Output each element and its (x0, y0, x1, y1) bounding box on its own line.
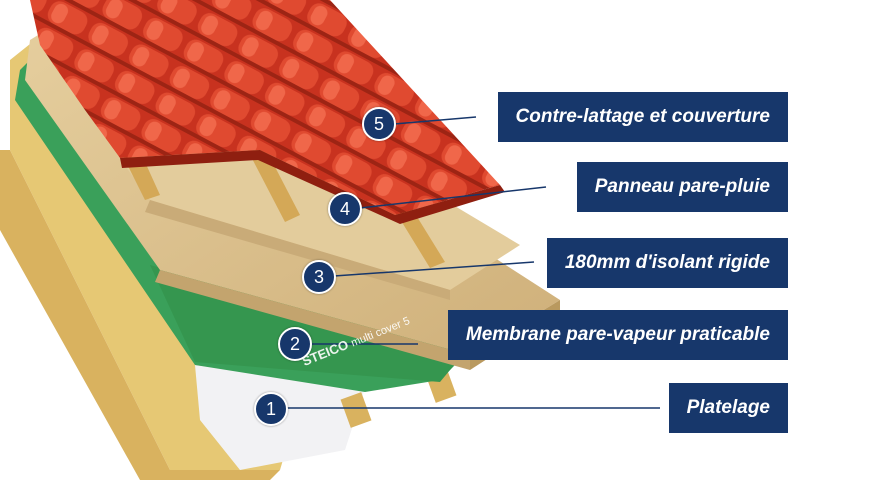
layer-badge-4: 4 (328, 192, 362, 226)
layer-label-4: Panneau pare-pluie (576, 162, 788, 212)
layer-badge-5: 5 (362, 107, 396, 141)
layer-badge-3: 3 (302, 260, 336, 294)
layer-label-1: Platelage (668, 383, 788, 433)
leader-lines (284, 116, 660, 409)
layer-label-3: 180mm d'isolant rigide (546, 238, 788, 288)
layer-label-2: Membrane pare-vapeur praticable (447, 310, 788, 360)
layer-badge-2: 2 (278, 327, 312, 361)
layer-badge-1: 1 (254, 392, 288, 426)
roof-tiles-layer (30, 0, 505, 224)
layer-label-5: Contre-lattage et couverture (497, 92, 788, 142)
